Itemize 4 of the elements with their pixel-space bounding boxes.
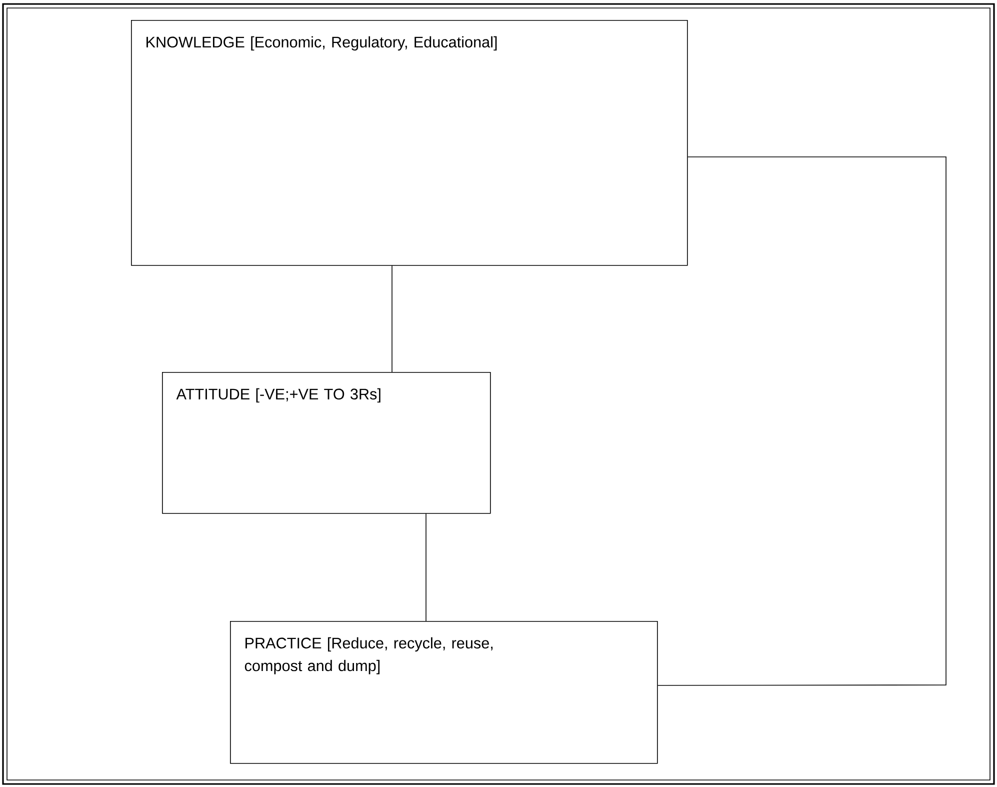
text-box: KNOWLEDGE [Economic, Regulatory, Educational]: [131, 20, 688, 266]
connector-line: [657, 156, 946, 686]
text-box: ATTITUDE [-VE;+VE TO 3Rs]: [162, 372, 491, 514]
text-box: PRACTICE [Reduce, recycle, reuse, compost and dump]: [230, 621, 658, 764]
